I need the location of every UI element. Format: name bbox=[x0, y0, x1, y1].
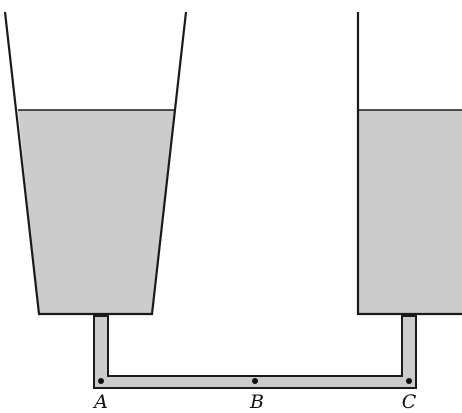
left-vessel-wall bbox=[3, 11, 188, 316]
point-a-label: A bbox=[92, 391, 108, 413]
point-b-label: B bbox=[249, 391, 264, 413]
left-vessel-liquid bbox=[18, 110, 176, 314]
point-a-marker bbox=[98, 378, 104, 384]
point-c-label: C bbox=[402, 391, 417, 413]
right-vessel-wall bbox=[356, 12, 462, 316]
connecting-pipe bbox=[93, 315, 417, 389]
right-vessel-liquid bbox=[358, 110, 462, 314]
point-b-marker bbox=[252, 378, 258, 384]
point-c-marker bbox=[406, 378, 412, 384]
